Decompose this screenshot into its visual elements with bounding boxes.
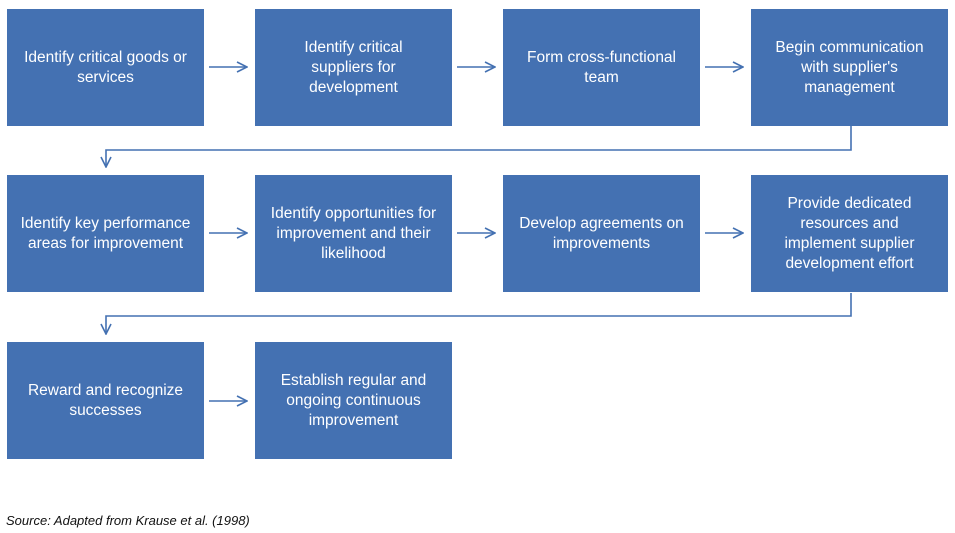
source-caption: Source: Adapted from Krause et al. (1998… — [6, 513, 250, 528]
step-5-label: Identify key performance areas for impro… — [20, 214, 191, 252]
step-8-box: Provide dedicated resources and implemen… — [751, 175, 948, 292]
step-2-box: Identify critical suppliers for developm… — [255, 9, 452, 126]
step-9-box: Reward and recognize successes — [7, 342, 204, 459]
step-6-label: Identify opportunities for improvement a… — [270, 204, 437, 262]
step-3-label: Form cross-functional team — [526, 48, 676, 86]
step-10-box: Establish regular and ongoing continuous… — [255, 342, 452, 459]
step-7-label: Develop agreements on improvements — [519, 214, 684, 252]
step-4-box: Begin communication with supplier's mana… — [751, 9, 948, 126]
step-8-label: Provide dedicated resources and implemen… — [784, 194, 915, 272]
step-1-label: Identify critical goods or services — [24, 48, 187, 86]
arrow-step4-to-step5 — [106, 126, 852, 167]
step-9-label: Reward and recognize successes — [27, 381, 184, 419]
arrow-step8-to-step9 — [106, 293, 852, 334]
step-6-box: Identify opportunities for improvement a… — [255, 175, 452, 292]
step-10-label: Establish regular and ongoing continuous… — [280, 371, 427, 429]
step-5-box: Identify key performance areas for impro… — [7, 175, 204, 292]
step-1-box: Identify critical goods or services — [7, 9, 204, 126]
step-7-box: Develop agreements on improvements — [503, 175, 700, 292]
step-3-box: Form cross-functional team — [503, 9, 700, 126]
step-2-label: Identify critical suppliers for developm… — [304, 38, 403, 96]
step-4-label: Begin communication with supplier's mana… — [775, 38, 924, 96]
